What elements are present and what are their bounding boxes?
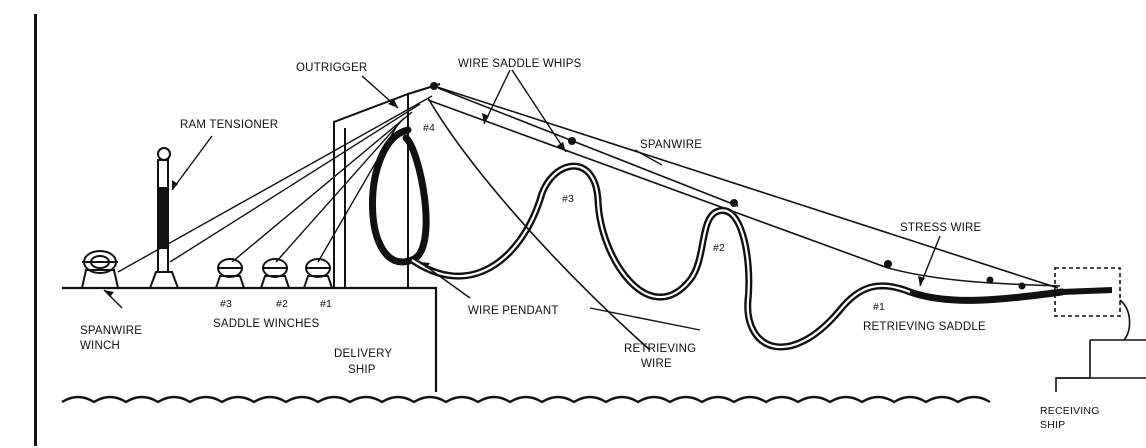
winch-2-label: #2 [276,298,288,310]
saddle-3-label: #3 [562,193,574,205]
receiving-ship-label-2: SHIP [1040,419,1065,431]
retrieving-wire-label-1: RETRIEVING [624,343,696,355]
winch-3-label: #3 [220,298,232,310]
spanwire-winch-label-2: WINCH [80,340,120,352]
saddle-winch-3 [215,258,245,289]
retrieving-wire-label-2: WIRE [641,358,672,370]
saddle-winch-2 [260,258,290,289]
spanwire-winch [81,250,119,289]
ram-tensioner [149,147,179,289]
saddle-winch-1 [303,258,333,289]
ram-tensioner-label: RAM TENSIONER [180,119,278,131]
receiving-ship-label-1: RECEIVING [1040,405,1100,417]
left-border [34,14,37,446]
retrieving-wire [427,97,651,351]
stress-wire [887,267,1061,287]
spanwire [427,85,1059,289]
outrigger-label: OUTRIGGER [296,62,367,74]
wire-pendant-label: WIRE PENDANT [468,305,559,317]
saddle-1-label: #1 [873,301,885,313]
rigging-wires [117,95,433,273]
stress-wire-label: STRESS WIRE [900,222,982,234]
delivery-ship [62,286,438,392]
water-waves [61,395,991,404]
saddle-winches-label: SADDLE WINCHES [213,318,319,330]
wire-saddle-whips-label: WIRE SADDLE WHIPS [458,58,582,70]
delivery-ship-label-1: DELIVERY [334,348,392,360]
winch-1-label: #1 [320,298,332,310]
leader-lines [103,69,941,331]
spanwire-label: SPANWIRE [640,139,702,151]
retrieving-saddle-label: RETRIEVING SADDLE [863,321,986,333]
saddle-2-label: #2 [713,242,725,254]
arrowheads [104,99,925,297]
saddle-4-label: #4 [423,122,435,134]
delivery-ship-label-2: SHIP [348,364,376,376]
spanwire-winch-label-1: SPANWIRE [80,325,142,337]
receiving-ship [1054,267,1146,392]
hose-inner [411,165,911,349]
